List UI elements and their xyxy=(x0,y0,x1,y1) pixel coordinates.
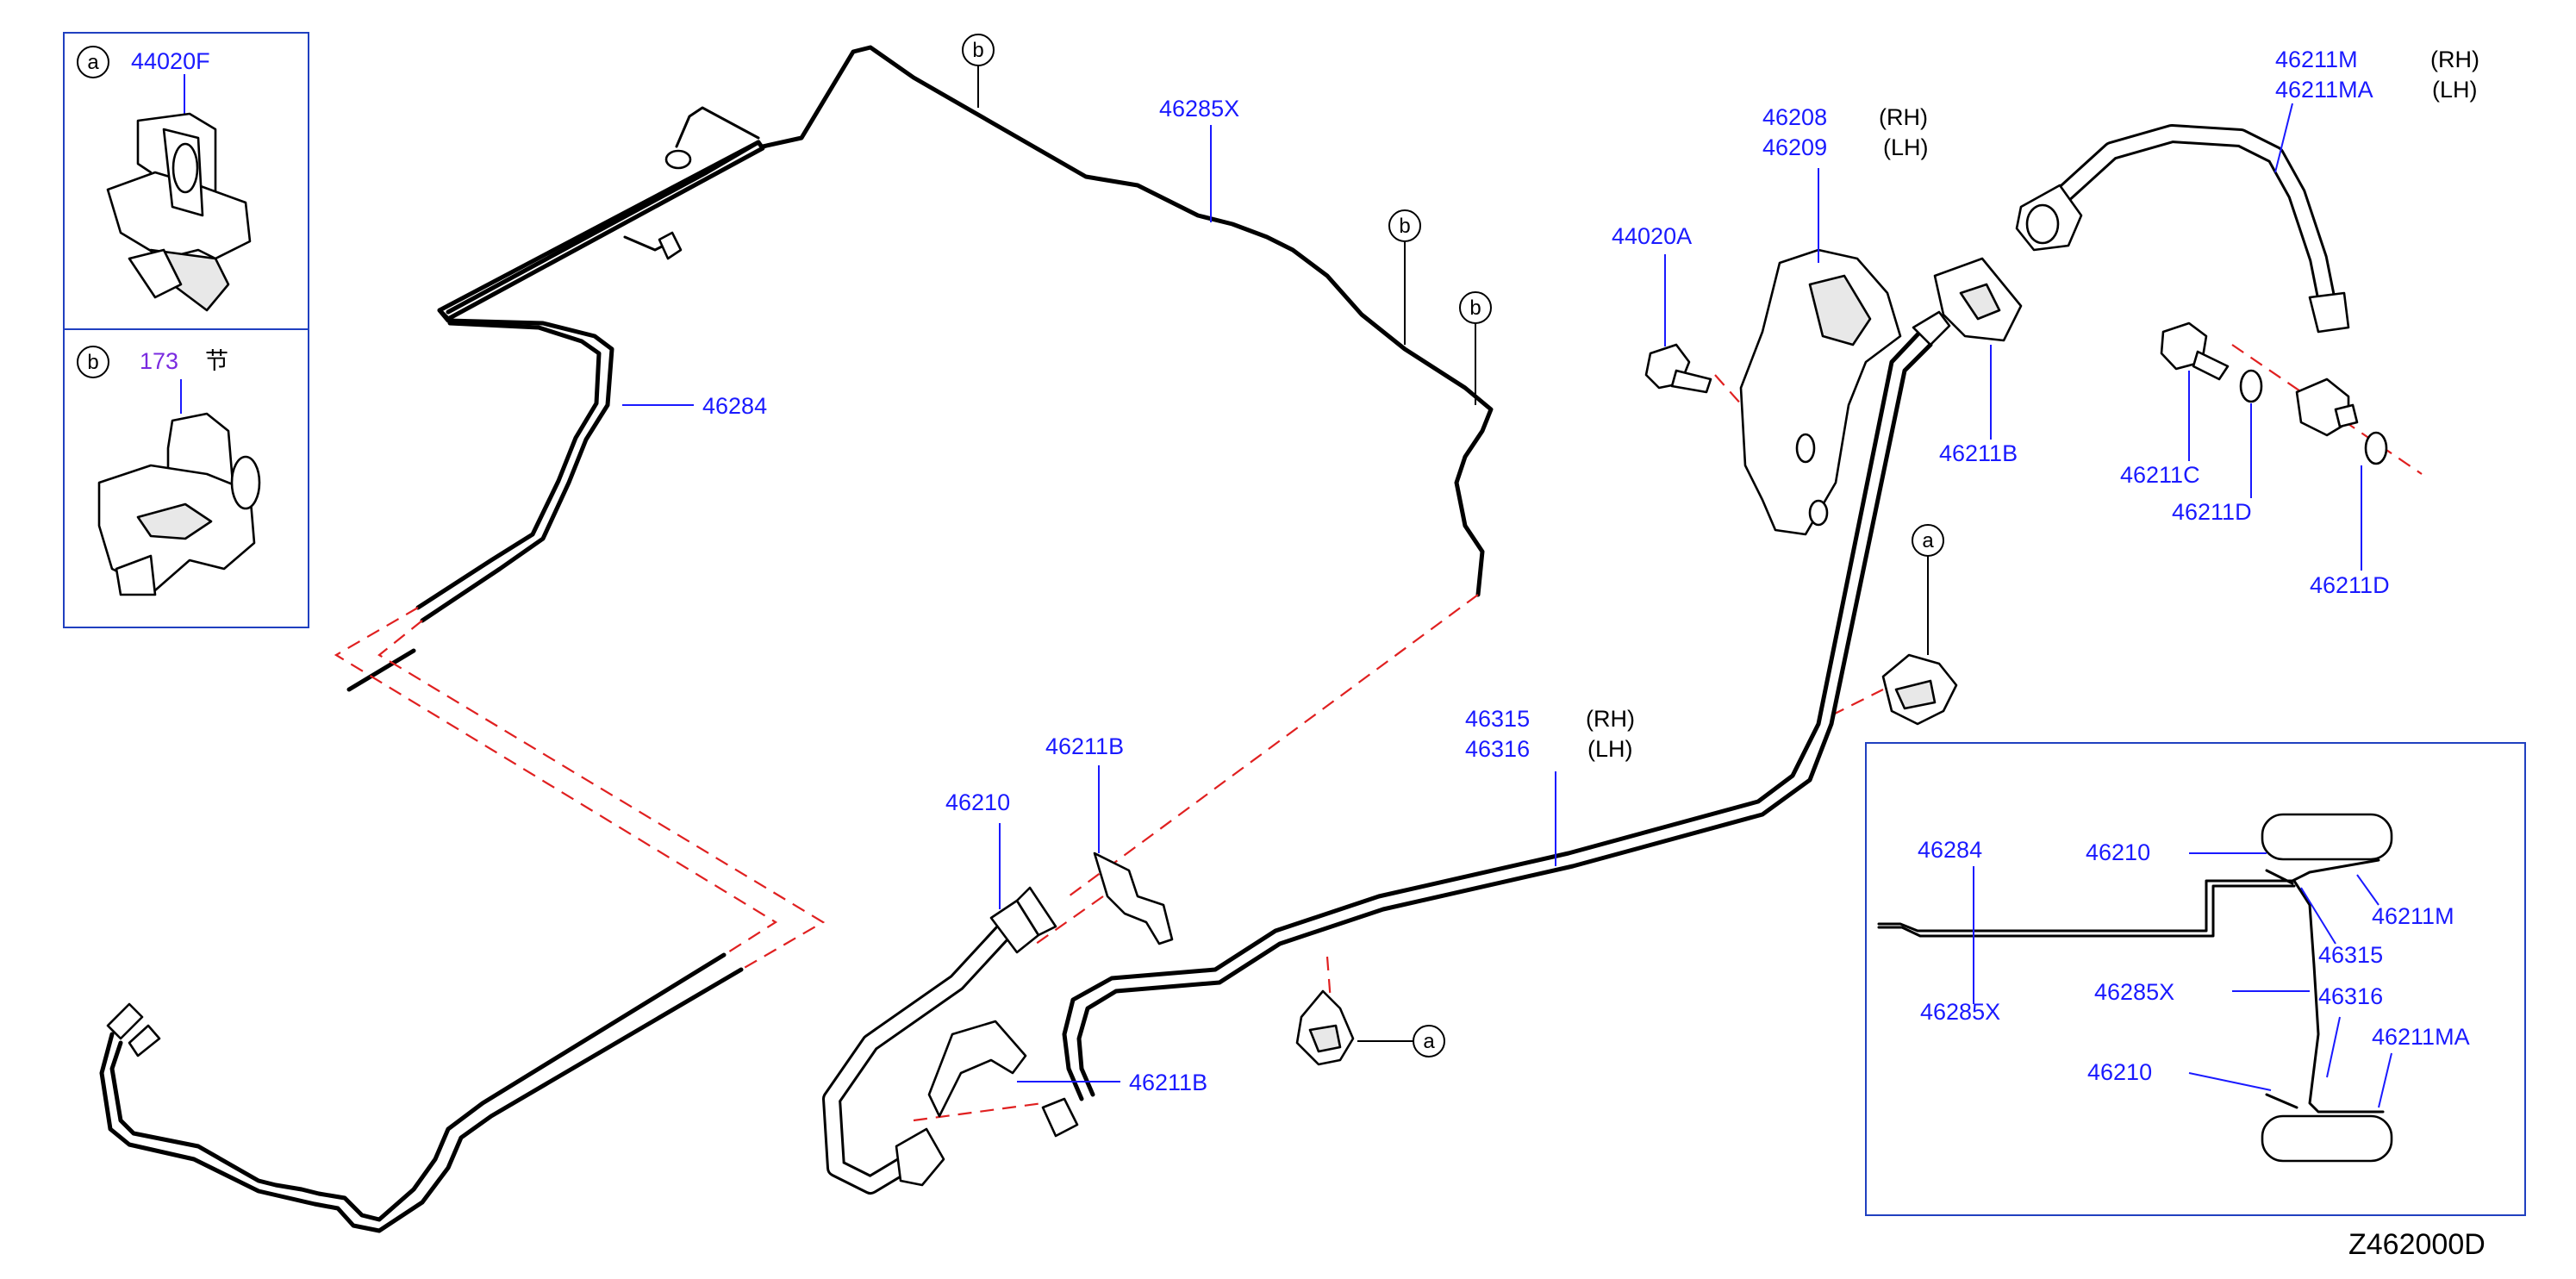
svg-text:b: b xyxy=(1469,296,1481,320)
label-46211D-1: 46211D xyxy=(2172,499,2252,525)
label-46211MA: 46211MA xyxy=(2275,77,2373,103)
label-46208: 46208 xyxy=(1762,104,1827,130)
svg-text:b: b xyxy=(1399,215,1410,238)
fitting-icon xyxy=(664,149,692,170)
overview-label-46285X-mid: 46285X xyxy=(2094,979,2174,1005)
svg-text:a: a xyxy=(1922,529,1934,552)
overview-label-46211M: 46211M xyxy=(2372,903,2454,929)
fitting-icon xyxy=(128,1024,161,1058)
label-46284: 46284 xyxy=(702,393,767,419)
callout-b-2: b xyxy=(1388,209,1421,345)
hose-46210 xyxy=(822,886,1079,1195)
callout-b-1: b xyxy=(962,34,995,108)
inset-panel xyxy=(63,32,309,628)
label-46285X: 46285X xyxy=(1159,96,1239,122)
overview-inset: 46284 46285X 46210 46211M 46315 46285X 4… xyxy=(1865,742,2526,1216)
hose-46211M xyxy=(2015,124,2359,437)
overview-label-46210-top: 46210 xyxy=(2086,839,2150,865)
inset-b: b 173 节 xyxy=(77,346,261,596)
fitting-icon xyxy=(658,231,683,260)
side-lh: (LH) xyxy=(1587,736,1633,762)
tube-46315 xyxy=(1062,310,1951,1101)
side-lh: (LH) xyxy=(2432,77,2478,103)
overview-label-46211MA: 46211MA xyxy=(2372,1024,2470,1050)
callout-letter: b xyxy=(87,351,98,374)
overview-label-46210-bot: 46210 xyxy=(2087,1059,2152,1085)
washer-46211D-2-icon xyxy=(2364,431,2388,465)
wheel-icon xyxy=(2261,1114,2393,1163)
label-44020A: 44020A xyxy=(1612,223,1692,249)
clip-173-icon xyxy=(97,412,261,596)
overview-label-46285X: 46285X xyxy=(1920,999,2000,1025)
part-label-44020F: 44020F xyxy=(131,48,210,74)
pipe-46284-lower xyxy=(99,952,744,1233)
clip-44020F-icon xyxy=(106,112,252,312)
pipe-46284 xyxy=(346,140,765,692)
bolt-44020A-icon xyxy=(1644,343,1712,394)
clip-46211B-top-icon xyxy=(1933,257,2023,342)
bracket-46208-icon xyxy=(1739,248,1902,536)
diagram-code: Z462000D xyxy=(2348,1228,2486,1261)
callout-a-mid: a xyxy=(1912,524,1944,655)
part-label-173: 173 xyxy=(140,348,178,374)
callout-letter: a xyxy=(87,51,99,74)
label-46211C: 46211C xyxy=(2120,462,2200,488)
label-46315: 46315 xyxy=(1465,706,1530,732)
clip-46211B-low-icon xyxy=(927,1020,1027,1118)
pipe-46285X xyxy=(623,45,1494,597)
label-46211B-mid: 46211B xyxy=(1045,733,1124,759)
label-46316: 46316 xyxy=(1465,736,1530,762)
label-46209: 46209 xyxy=(1762,134,1827,160)
overview-label-46316: 46316 xyxy=(2318,983,2383,1009)
side-rh: (RH) xyxy=(2430,47,2479,72)
callout-circle-b xyxy=(77,346,109,378)
callout-b-3: b xyxy=(1459,291,1492,405)
clip-46211B-mid-icon xyxy=(1093,852,1174,945)
svg-text:b: b xyxy=(972,39,983,62)
inset-a: a 44020F xyxy=(77,46,252,312)
fitting-icon xyxy=(1041,1097,1079,1138)
label-46211B-top: 46211B xyxy=(1939,440,2018,466)
side-lh: (LH) xyxy=(1883,134,1929,160)
wheel-icon xyxy=(2261,813,2393,861)
fitting-icon xyxy=(1912,310,1951,346)
kanji-mark: 节 xyxy=(205,348,228,374)
callout-a-bottom: a xyxy=(1357,1025,1445,1058)
bolt-46211C-icon xyxy=(2160,321,2230,381)
side-rh: (RH) xyxy=(1879,104,1928,130)
svg-text:a: a xyxy=(1423,1030,1435,1053)
label-46211M: 46211M xyxy=(2275,47,2358,72)
label-46211B-low: 46211B xyxy=(1129,1070,1207,1095)
side-rh: (RH) xyxy=(1586,706,1635,732)
hose-fitting-icon xyxy=(2308,291,2350,334)
callout-circle-a xyxy=(77,46,109,78)
overview-label-46284: 46284 xyxy=(1918,837,1982,863)
label-46211D-2: 46211D xyxy=(2310,572,2390,598)
clip-a-bottom-icon xyxy=(1295,989,1355,1066)
clip-a-mid-icon xyxy=(1881,653,1958,726)
fitting-icon xyxy=(106,1002,144,1040)
overview-frame xyxy=(1865,742,2526,1216)
washer-46211D-1-icon xyxy=(2239,369,2263,403)
overview-label-46315: 46315 xyxy=(2318,942,2383,968)
label-46210: 46210 xyxy=(945,789,1010,815)
hose-fitting-icon xyxy=(895,1127,945,1187)
